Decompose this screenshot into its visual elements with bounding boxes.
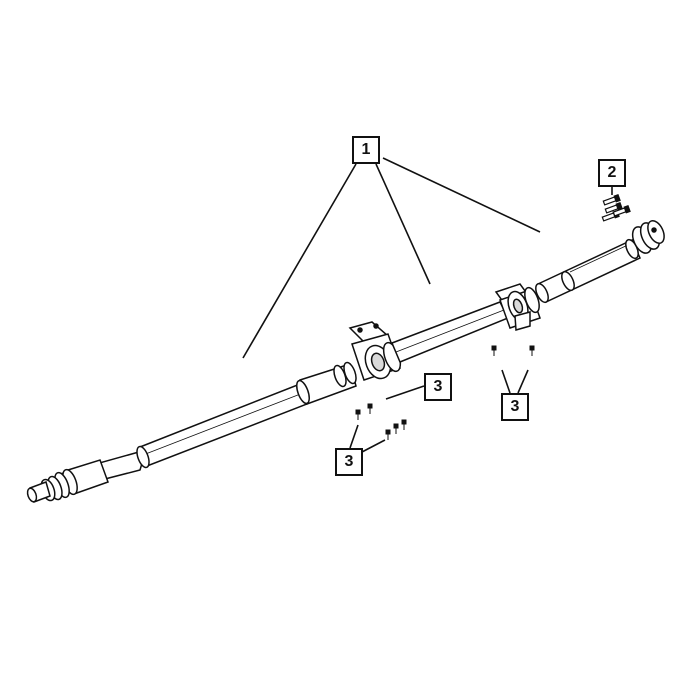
- leader-3-right-a: [501, 369, 511, 394]
- callout-3-lower: 3: [335, 448, 363, 476]
- front-tube-main: [139, 383, 308, 467]
- callout-3-upper: 3: [424, 373, 452, 401]
- rear-coupling: [631, 219, 665, 254]
- rear-bolts: [601, 193, 631, 222]
- rear-tube: [535, 238, 641, 304]
- leader-lines: [242, 157, 613, 453]
- callout-1: 1: [352, 136, 380, 164]
- leader-1a: [242, 163, 357, 359]
- leader-1c: [382, 157, 541, 233]
- leader-3-lower-a: [349, 424, 359, 449]
- middle-tube: [391, 301, 510, 363]
- leader-3-upper: [385, 385, 425, 400]
- callout-2: 2: [598, 159, 626, 187]
- leader-3-lower-b: [361, 439, 386, 453]
- front-tube: [58, 361, 357, 489]
- leader-3-right-b: [517, 369, 529, 394]
- center-bearing-rear: [494, 283, 541, 331]
- fasteners: [355, 345, 535, 440]
- front-coupling: [26, 459, 109, 503]
- callout-3-right: 3: [501, 393, 529, 421]
- leader-1b: [375, 163, 431, 285]
